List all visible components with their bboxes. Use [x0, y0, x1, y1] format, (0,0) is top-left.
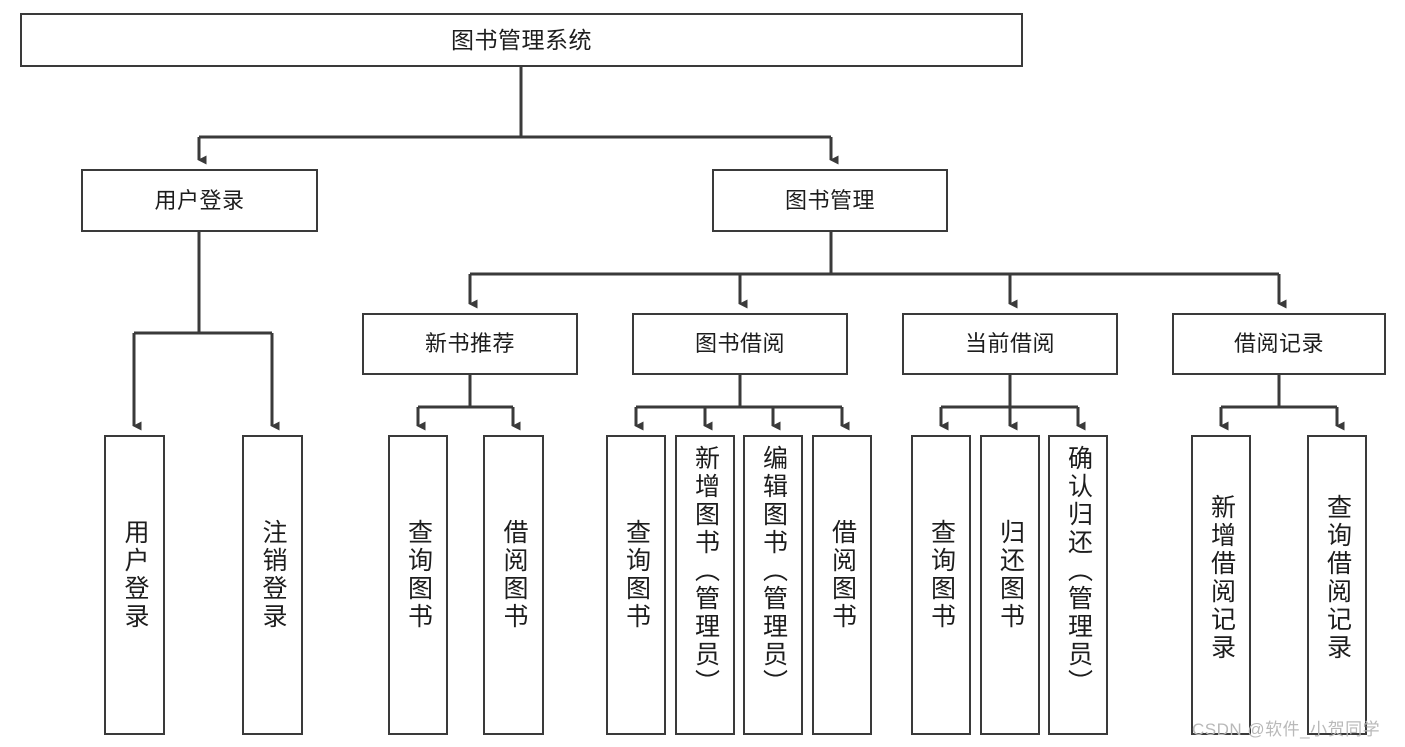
- node-label: 新书推荐: [424, 331, 515, 357]
- node-user-login[interactable]: 用户登录: [81, 169, 318, 232]
- node-label: 查询借阅记录: [1323, 494, 1352, 662]
- leaf-current-confirm-return-admin[interactable]: 确认归还（管理员）: [1048, 435, 1108, 735]
- leaf-recommend-borrow-book[interactable]: 借阅图书: [483, 435, 544, 735]
- leaf-borrow-borrow-book[interactable]: 借阅图书: [812, 435, 872, 735]
- node-label: 用户登录: [154, 187, 245, 213]
- node-label: 查询图书: [622, 519, 651, 631]
- node-label: 确认归还（管理员）: [1064, 445, 1093, 697]
- node-label: 查询图书: [927, 519, 956, 631]
- leaf-recommend-search-book[interactable]: 查询图书: [388, 435, 448, 735]
- node-book-management[interactable]: 图书管理: [712, 169, 948, 232]
- leaf-borrow-search-book[interactable]: 查询图书: [606, 435, 666, 735]
- node-label: 图书管理系统: [451, 26, 592, 53]
- node-borrow-record[interactable]: 借阅记录: [1172, 313, 1386, 375]
- node-label: 借阅记录: [1233, 331, 1324, 357]
- node-label: 用户登录: [121, 519, 149, 631]
- node-current-borrow[interactable]: 当前借阅: [902, 313, 1118, 375]
- leaf-borrow-edit-book-admin[interactable]: 编辑图书（管理员）: [743, 435, 803, 735]
- node-label: 图书借阅: [694, 331, 785, 357]
- leaf-borrow-add-book-admin[interactable]: 新增图书（管理员）: [675, 435, 735, 735]
- node-label: 借阅图书: [500, 519, 528, 631]
- leaf-record-search-record[interactable]: 查询借阅记录: [1307, 435, 1367, 735]
- node-new-book-recommend[interactable]: 新书推荐: [362, 313, 578, 375]
- leaf-user-login-login[interactable]: 用户登录: [104, 435, 165, 735]
- node-label: 查询图书: [404, 519, 433, 631]
- leaf-current-search-book[interactable]: 查询图书: [911, 435, 971, 735]
- csdn-watermark: CSDN @软件_小贺同学: [1192, 720, 1381, 739]
- leaf-current-return-book[interactable]: 归还图书: [980, 435, 1040, 735]
- node-label: 新增借阅记录: [1207, 494, 1236, 662]
- node-label: 当前借阅: [964, 331, 1055, 357]
- leaf-record-add-record[interactable]: 新增借阅记录: [1191, 435, 1251, 735]
- node-label: 注销登录: [259, 519, 287, 631]
- node-label: 编辑图书（管理员）: [759, 445, 788, 697]
- node-root-system[interactable]: 图书管理系统: [20, 13, 1023, 67]
- node-label: 归还图书: [996, 519, 1025, 631]
- node-book-borrow[interactable]: 图书借阅: [632, 313, 848, 375]
- node-label: 新增图书（管理员）: [691, 445, 720, 697]
- node-label: 借阅图书: [828, 519, 857, 631]
- node-label: 图书管理: [784, 187, 875, 213]
- leaf-user-login-logout[interactable]: 注销登录: [242, 435, 303, 735]
